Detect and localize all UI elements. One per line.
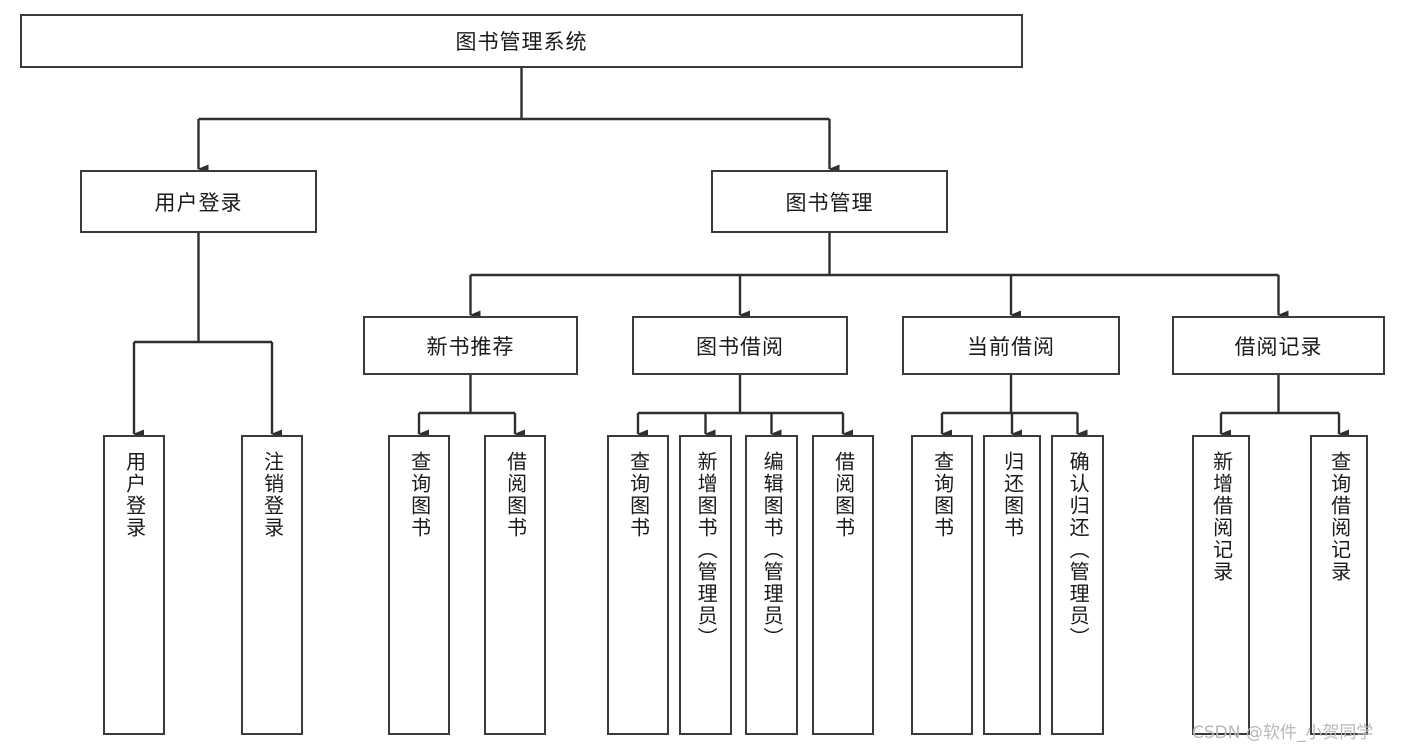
leaf-cb-return-book[interactable]: 归还图书: [983, 435, 1041, 735]
watermark: CSDN @软件_小贺同学: [1192, 723, 1374, 743]
node-current-borrow[interactable]: 当前借阅: [902, 316, 1120, 375]
leaf-user-login[interactable]: 用户登录: [103, 435, 165, 735]
node-label: 注销登录: [260, 451, 285, 539]
node-label: 借阅图书: [831, 451, 856, 539]
leaf-bb-edit-book-admin[interactable]: 编辑图书（管理员）: [745, 435, 798, 735]
leaf-cb-confirm-return-admin[interactable]: 确认归还（管理员）: [1051, 435, 1104, 735]
leaf-nbr-borrow-book[interactable]: 借阅图书: [484, 435, 546, 735]
leaf-user-logout[interactable]: 注销登录: [241, 435, 303, 735]
node-label: 当前借阅: [967, 334, 1055, 359]
node-label: 编辑图书（管理员）: [760, 451, 785, 649]
node-label: 归还图书: [1000, 451, 1025, 539]
node-label: 图书管理: [785, 190, 874, 215]
leaf-br-add-record[interactable]: 新增借阅记录: [1192, 435, 1250, 735]
leaf-bb-add-book-admin[interactable]: 新增图书（管理员）: [679, 435, 732, 735]
edge-paths: [132, 68, 1349, 439]
node-label: 借阅图书: [503, 451, 528, 539]
node-book-borrow[interactable]: 图书借阅: [632, 316, 848, 375]
node-label: 查询借阅记录: [1327, 451, 1352, 583]
node-label: 查询图书: [930, 451, 955, 539]
node-label: 用户登录: [154, 190, 243, 215]
node-book-management[interactable]: 图书管理: [711, 170, 948, 233]
leaf-br-query-record[interactable]: 查询借阅记录: [1310, 435, 1368, 735]
node-user-login[interactable]: 用户登录: [80, 170, 317, 233]
node-new-book-recommend[interactable]: 新书推荐: [363, 316, 578, 375]
leaf-bb-query-book[interactable]: 查询图书: [607, 435, 669, 735]
node-label: 图书管理系统: [455, 30, 588, 54]
node-root[interactable]: 图书管理系统: [20, 14, 1023, 68]
node-label: 确认归还（管理员）: [1066, 451, 1091, 649]
leaf-bb-borrow-book[interactable]: 借阅图书: [812, 435, 874, 735]
node-label: 新增图书（管理员）: [694, 451, 719, 649]
node-label: 新书推荐: [426, 334, 515, 359]
node-label: 查询图书: [626, 451, 651, 539]
leaf-cb-query-book[interactable]: 查询图书: [911, 435, 973, 735]
leaf-nbr-query-book[interactable]: 查询图书: [388, 435, 450, 735]
node-borrow-record[interactable]: 借阅记录: [1172, 316, 1385, 375]
node-label: 新增借阅记录: [1209, 451, 1234, 583]
node-label: 图书借阅: [696, 334, 784, 359]
node-label: 用户登录: [122, 451, 147, 539]
node-label: 查询图书: [407, 451, 432, 539]
node-label: 借阅记录: [1234, 334, 1323, 359]
